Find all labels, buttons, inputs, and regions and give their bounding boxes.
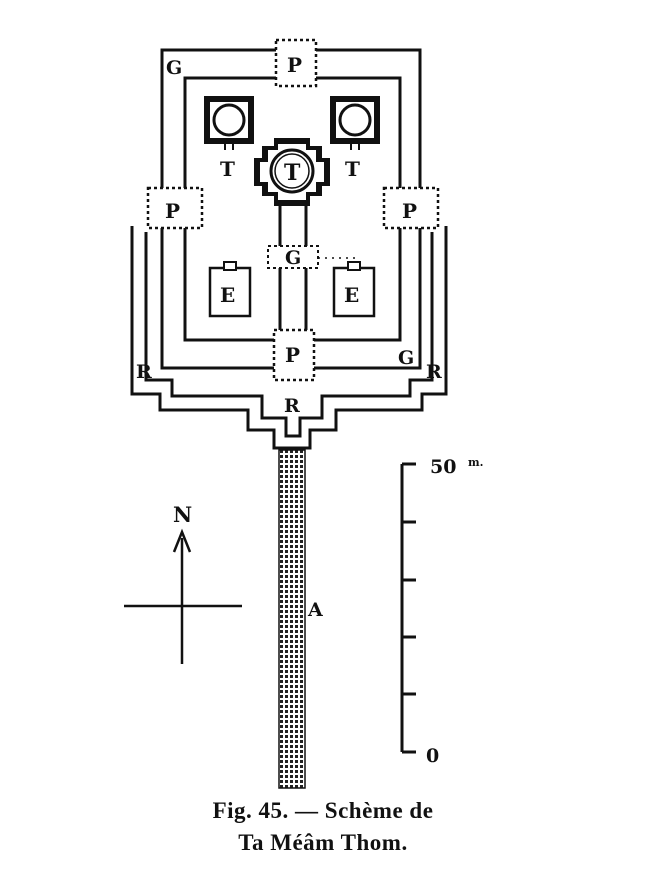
label-rampart-south: R [284, 395, 300, 417]
label-rampart-east: R [426, 361, 442, 383]
label-causeway: A [307, 599, 323, 621]
north-arrow [124, 528, 242, 664]
pavilion-west [146, 186, 204, 230]
label-pavilion-west: P [165, 199, 180, 223]
scale-bar [400, 462, 416, 754]
tower-east [330, 96, 380, 150]
label-pavilion-east: P [402, 199, 417, 223]
label-gallery-south: G [398, 347, 414, 369]
label-tower-east: T [345, 157, 360, 181]
figure-caption-line1: Fig. 45. — Schème de [212, 798, 434, 823]
pavilion-east [382, 186, 440, 230]
library-east [332, 261, 376, 318]
causeway-avenue [278, 449, 306, 789]
label-pavilion-south: P [285, 343, 300, 367]
central-sanctuary [254, 138, 330, 206]
library-west [208, 261, 252, 318]
label-library-west: E [220, 283, 235, 307]
tower-west [204, 96, 254, 150]
inner-gopura [267, 245, 319, 269]
pavilion-south [272, 328, 316, 382]
label-rampart-west: R [136, 361, 152, 383]
outer-rampart [130, 226, 448, 450]
scale-unit-label: m. [468, 456, 483, 469]
figure-caption-line2: Ta Méâm Thom. [238, 830, 408, 855]
label-tower-west: T [220, 157, 235, 181]
scale-bottom-label: 0 [426, 745, 439, 767]
label-north: N [173, 502, 192, 527]
label-library-east: E [344, 283, 359, 307]
label-tower-central: T [284, 160, 301, 186]
label-pavilion-north: P [287, 53, 302, 77]
label-gallery-outer: G [166, 57, 182, 79]
scale-top-label: 50 [430, 456, 456, 478]
label-gopura-inner: G [285, 247, 301, 269]
inner-rampart [144, 232, 434, 438]
pavilion-north [274, 38, 318, 88]
